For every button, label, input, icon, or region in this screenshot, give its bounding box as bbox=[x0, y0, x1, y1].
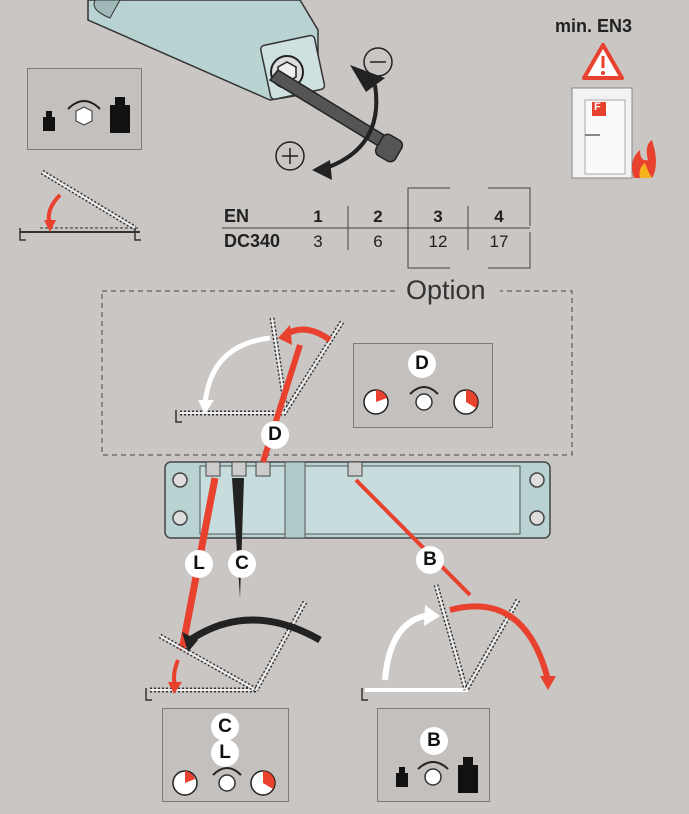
rotation-arrow bbox=[319, 84, 379, 172]
marker-D-panel: D bbox=[408, 350, 436, 378]
table-en-value: 1 bbox=[313, 207, 323, 226]
wrench bbox=[268, 69, 404, 163]
table-row-label-dc340: DC340 bbox=[224, 231, 281, 251]
table-dc340-value: 6 bbox=[373, 232, 383, 251]
weight-panel-B: B bbox=[377, 708, 490, 802]
marker-B: B bbox=[416, 546, 444, 574]
table-row-label-en: EN bbox=[224, 206, 250, 226]
marker-L-panel: L bbox=[211, 739, 239, 767]
marker-C-panel: C bbox=[211, 713, 239, 741]
option-frame bbox=[101, 290, 573, 456]
table-en-value: 2 bbox=[373, 207, 383, 226]
table-en-value: 4 bbox=[494, 207, 504, 226]
door-swing-diagram-B bbox=[361, 584, 556, 701]
door-swing-diagram-CL bbox=[145, 600, 322, 701]
table-dc340-value: 3 bbox=[313, 232, 323, 251]
table-en-value: 3 bbox=[433, 207, 443, 226]
plus-icon bbox=[275, 141, 305, 171]
marker-B-panel: B bbox=[420, 727, 448, 755]
option-label: Option bbox=[406, 275, 486, 305]
pointer-B bbox=[354, 478, 472, 597]
weight-adjust-panel bbox=[27, 68, 142, 150]
min-en-label: min. EN3 bbox=[555, 16, 633, 36]
marker-L: L bbox=[185, 550, 213, 578]
door-closer-body bbox=[164, 461, 551, 539]
door-swing-diagram-top bbox=[19, 169, 141, 241]
warning-icon bbox=[582, 43, 624, 80]
door-sign-letter: F bbox=[594, 101, 601, 113]
table-dc340-value: 17 bbox=[489, 232, 509, 251]
minus-icon bbox=[363, 47, 393, 77]
marker-C: C bbox=[228, 550, 256, 578]
fire-door-icon bbox=[571, 87, 656, 179]
timer-panel-CL: C L bbox=[162, 708, 289, 802]
table-dc340-value: 12 bbox=[428, 232, 448, 251]
en-table-grid bbox=[222, 187, 531, 269]
door-swing-diagram-option bbox=[175, 317, 345, 423]
timer-panel-D: D bbox=[353, 343, 493, 428]
marker-D: D bbox=[261, 421, 289, 449]
